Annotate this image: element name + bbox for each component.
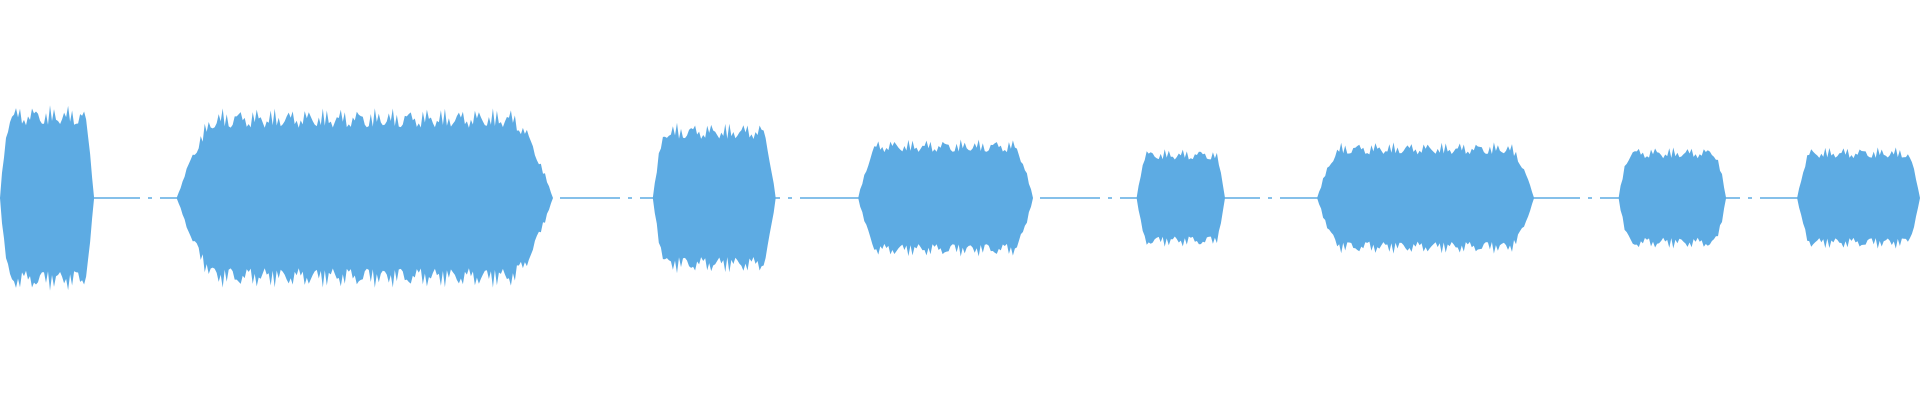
waveform-segment-8 (1797, 147, 1920, 249)
waveform-segment-4 (858, 139, 1033, 257)
waveform-segment-2 (176, 108, 553, 288)
waveform-segment-3 (652, 122, 776, 274)
waveform-segment-6 (1317, 142, 1535, 254)
waveform-segment-5 (1136, 149, 1225, 247)
waveform-segment-1 (0, 105, 95, 291)
waveform-segment-7 (1618, 147, 1727, 249)
waveform-segments (0, 105, 1920, 291)
